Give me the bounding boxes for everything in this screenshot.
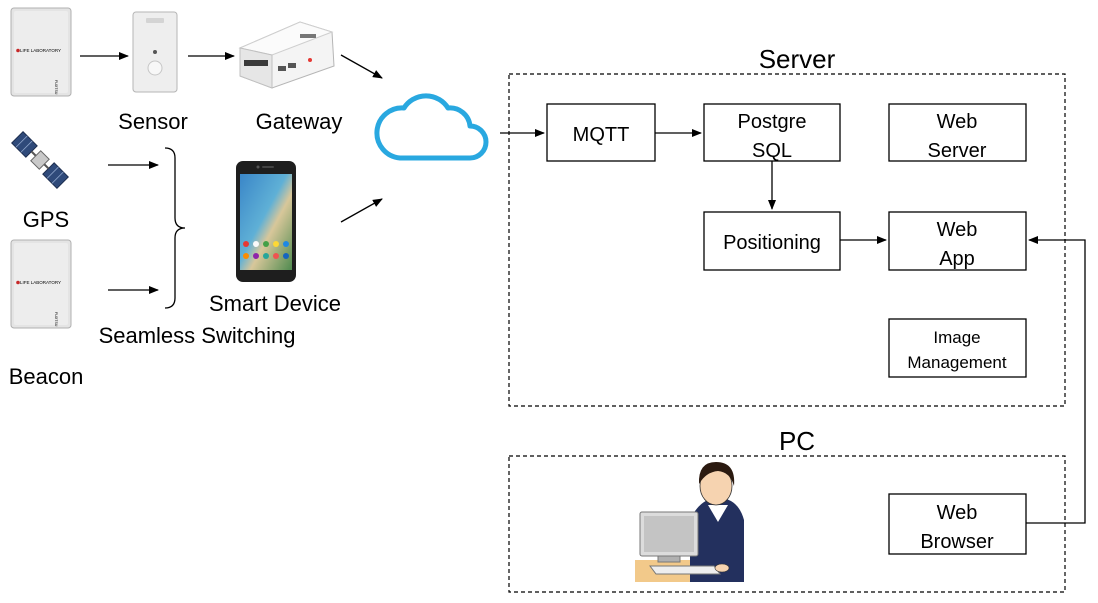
sensor-label: Sensor bbox=[118, 109, 188, 134]
postgresql-box bbox=[703, 103, 841, 162]
beacon-brand-text: LIFE LABORATORY bbox=[20, 280, 61, 285]
seamless-switching-label: Seamless Switching bbox=[99, 323, 296, 348]
smart-device-label: Smart Device bbox=[209, 291, 341, 316]
mqtt-label: MQTT bbox=[573, 124, 630, 146]
arrow-gateway-to-cloud bbox=[340, 54, 383, 79]
person-at-computer-image bbox=[635, 462, 744, 582]
web-server-label-line2: Server bbox=[928, 140, 987, 162]
arrow-smart-device-to-cloud bbox=[340, 198, 383, 223]
arrow-browser-to-web-app bbox=[1026, 236, 1086, 524]
gps-satellite-icon bbox=[11, 131, 69, 189]
beacon-device-image-top: LIFE LABORATORY FUJITSU bbox=[10, 7, 72, 97]
positioning-box bbox=[703, 211, 841, 271]
gateway-device-image bbox=[238, 21, 335, 89]
pc-container bbox=[508, 455, 1066, 593]
beacon-label: Beacon bbox=[9, 364, 84, 389]
beacon-brand-text: LIFE LABORATORY bbox=[20, 48, 61, 53]
web-app-label-line1: Web bbox=[937, 219, 978, 241]
web-server-box bbox=[888, 103, 1027, 162]
gateway-label: Gateway bbox=[256, 109, 343, 134]
server-title: Server bbox=[759, 44, 836, 74]
positioning-label: Positioning bbox=[723, 232, 821, 254]
web-browser-box bbox=[888, 493, 1027, 555]
web-server-label-line1: Web bbox=[937, 111, 978, 133]
beacon-maker-text: FUJITSU bbox=[54, 80, 58, 95]
mqtt-box bbox=[546, 103, 656, 162]
image-management-label-line1: Image bbox=[933, 328, 980, 347]
beacon-device-image-bottom: LIFE LABORATORY FUJITSU bbox=[10, 239, 72, 329]
gps-label: GPS bbox=[23, 207, 69, 232]
web-browser-label-line1: Web bbox=[937, 502, 978, 524]
pc-title: PC bbox=[779, 426, 815, 456]
postgresql-label-line2: SQL bbox=[752, 140, 792, 162]
cloud-icon bbox=[374, 93, 489, 161]
sensor-device-image bbox=[132, 11, 178, 93]
web-app-box bbox=[888, 211, 1027, 271]
web-app-label-line2: App bbox=[939, 248, 975, 270]
seamless-switching-brace bbox=[164, 147, 186, 309]
beacon-maker-text: FUJITSU bbox=[54, 312, 58, 327]
image-management-box bbox=[888, 318, 1027, 378]
web-browser-label-line2: Browser bbox=[920, 531, 994, 553]
postgresql-label-line1: Postgre bbox=[738, 111, 807, 133]
image-management-label-line2: Management bbox=[907, 353, 1007, 372]
smart-device-image bbox=[236, 161, 296, 282]
